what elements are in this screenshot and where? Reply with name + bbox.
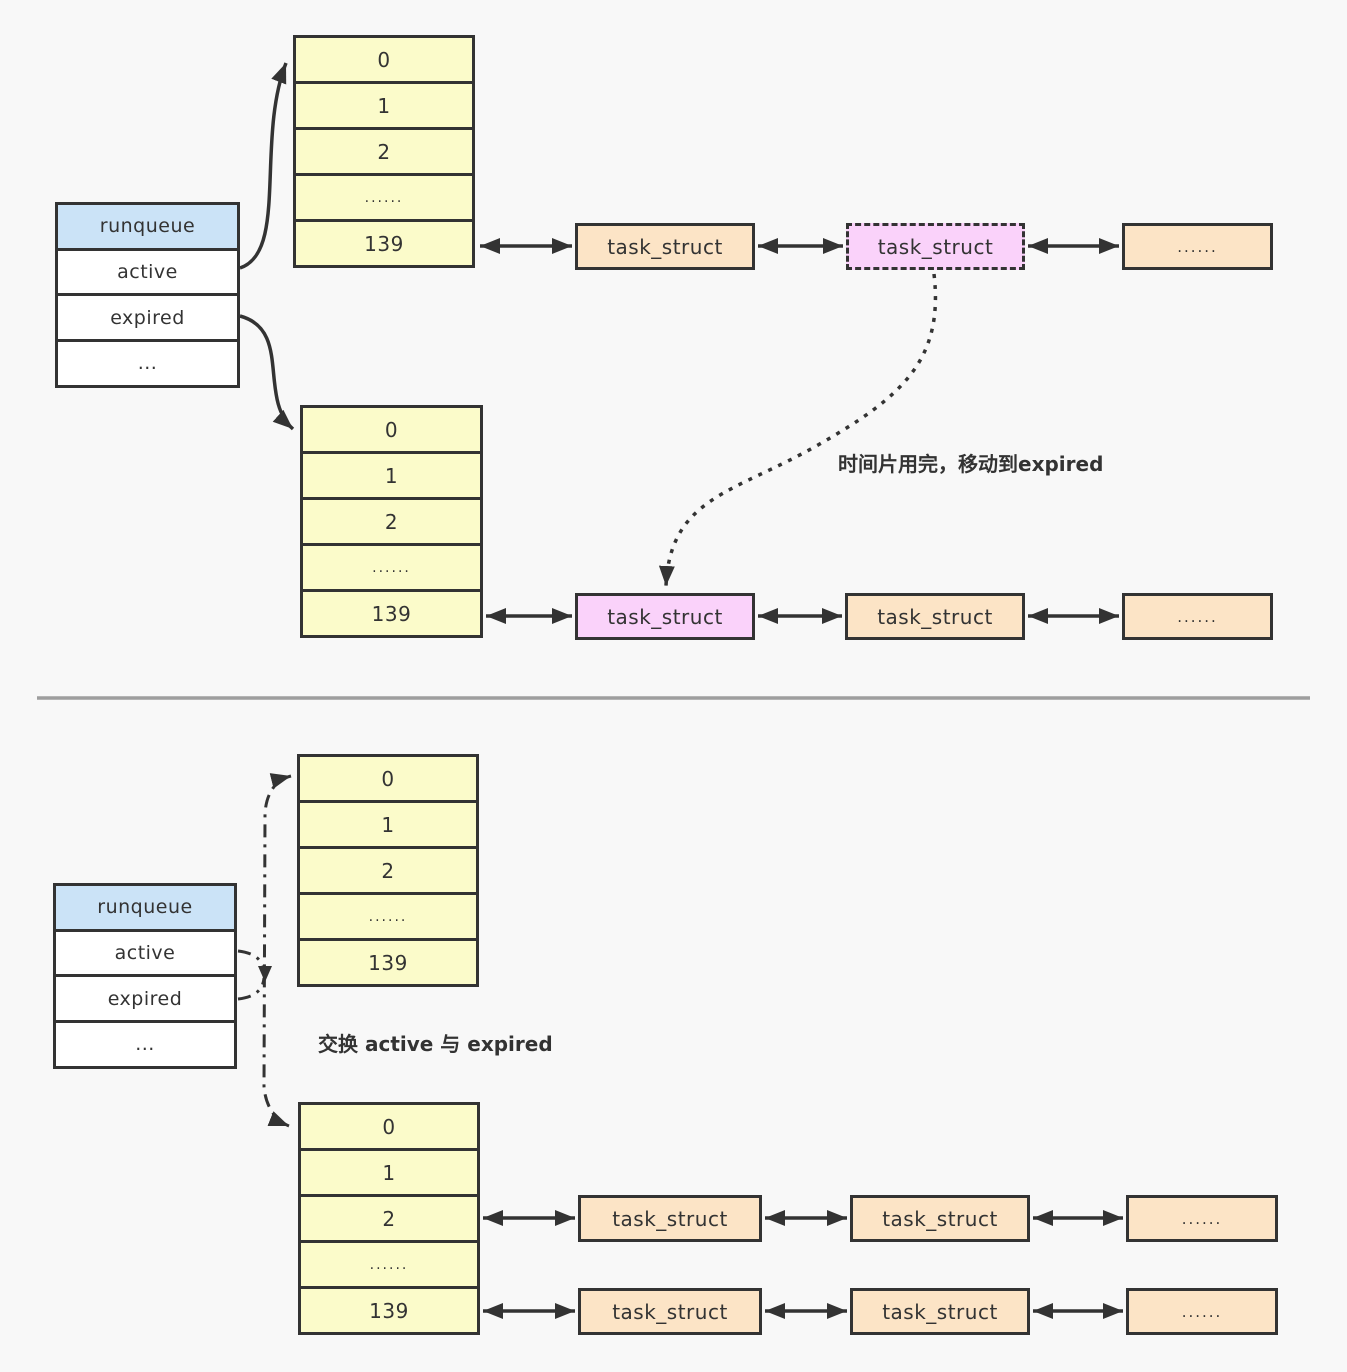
- runqueue-field-expired: expired: [58, 296, 237, 343]
- task-struct-box: task_struct: [578, 1288, 762, 1335]
- runqueue-field-active: active: [56, 931, 234, 978]
- runqueue-field-ellipsis: ...: [56, 1023, 234, 1066]
- runqueue-field-active: active: [58, 250, 237, 297]
- active-priority-array-1: 0 1 2 ...... 139: [293, 35, 475, 268]
- task-struct-box: task_struct: [575, 223, 755, 270]
- runqueue-header: runqueue: [58, 205, 237, 251]
- array-cell-139: 139: [296, 222, 472, 265]
- note-timeslice-expired: 时间片用完，移动到expired: [838, 452, 1104, 476]
- array-cell-2: 2: [303, 500, 480, 546]
- array-cell-2: 2: [296, 130, 472, 176]
- active-pointer-arrow: [239, 62, 288, 270]
- array-cell-ellipsis: ......: [296, 176, 472, 222]
- array-cell-0: 0: [296, 38, 472, 84]
- array-cell-139: 139: [301, 1289, 477, 1332]
- runqueue-struct-1: runqueue active expired ...: [55, 202, 240, 388]
- task-struct-box: task_struct: [845, 593, 1025, 640]
- task-struct-box: task_struct: [578, 1195, 762, 1242]
- runqueue-header: runqueue: [56, 886, 234, 932]
- array-cell-139: 139: [303, 592, 480, 635]
- array-cell-2: 2: [301, 1197, 477, 1243]
- swap-vertical-arrow: [262, 773, 292, 1128]
- array-cell-1: 1: [301, 1151, 477, 1197]
- array-cell-ellipsis: ......: [301, 1243, 477, 1289]
- array-cell-ellipsis: ......: [300, 895, 476, 941]
- task-list-ellipsis-box: ......: [1122, 593, 1273, 640]
- task-list-ellipsis-box: ......: [1126, 1195, 1278, 1242]
- task-struct-box: task_struct: [850, 1288, 1030, 1335]
- array-cell-1: 1: [296, 84, 472, 130]
- swap-mid-arrowhead: [258, 966, 272, 982]
- upper-priority-array-2: 0 1 2 ...... 139: [297, 754, 479, 987]
- task-list-ellipsis-box: ......: [1126, 1288, 1278, 1335]
- array-cell-ellipsis: ......: [303, 546, 480, 592]
- array-cell-2: 2: [300, 849, 476, 895]
- array-cell-0: 0: [300, 757, 476, 803]
- array-cell-0: 0: [301, 1105, 477, 1151]
- move-to-expired-arrow: [658, 273, 938, 587]
- array-cell-1: 1: [303, 454, 480, 500]
- runqueue-field-ellipsis: ...: [58, 342, 237, 385]
- array-cell-139: 139: [300, 941, 476, 984]
- lower-priority-array-2: 0 1 2 ...... 139: [298, 1102, 480, 1335]
- runqueue-field-expired: expired: [56, 977, 234, 1024]
- task-struct-box-highlighted: task_struct: [575, 593, 755, 640]
- expired-pointer-arrow: [239, 314, 295, 431]
- runqueue-struct-2: runqueue active expired ...: [53, 883, 237, 1069]
- expired-swap-hook: [237, 977, 266, 1001]
- expired-priority-array-1: 0 1 2 ...... 139: [300, 405, 483, 638]
- task-list-ellipsis-box: ......: [1122, 223, 1273, 270]
- array-cell-1: 1: [300, 803, 476, 849]
- array-cell-0: 0: [303, 408, 480, 454]
- task-struct-box-highlighted-dashed: task_struct: [846, 223, 1025, 270]
- task-struct-box: task_struct: [850, 1195, 1030, 1242]
- note-swap-active-expired: 交换 active 与 expired: [318, 1032, 553, 1056]
